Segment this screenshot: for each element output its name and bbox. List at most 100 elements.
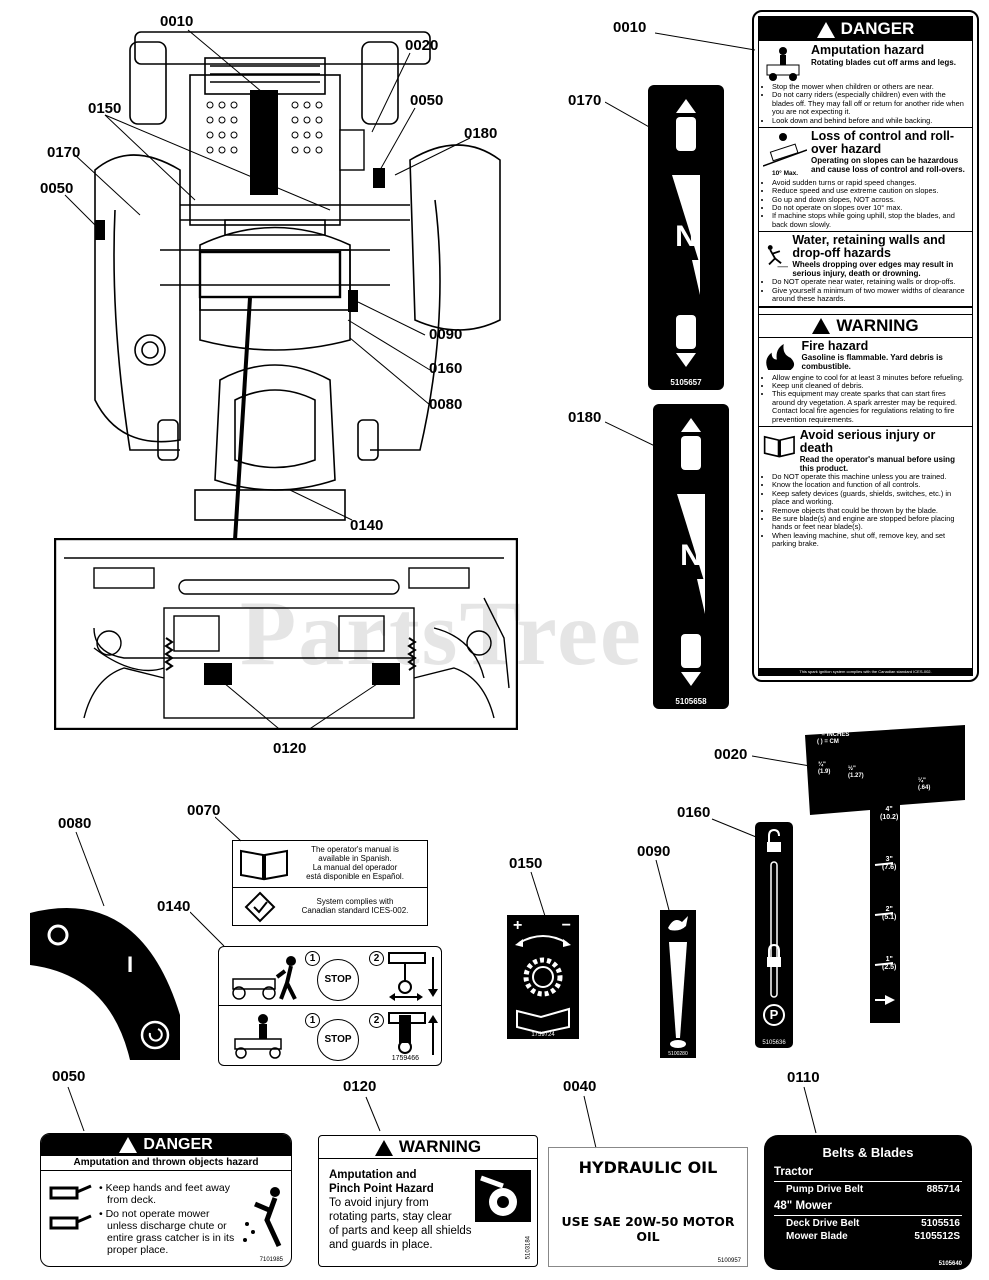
cutting-height-decal (805, 725, 965, 1023)
blade-part: 5105512S (914, 1231, 960, 1242)
callout-0040: 0040 (563, 1078, 597, 1095)
lever-up-icon (388, 1012, 438, 1055)
parking-brake-decal: P 5105636 (755, 822, 793, 1048)
callout-0080: 0080 (58, 815, 92, 832)
open-book-icon (240, 849, 288, 881)
part-number: 5105640 (938, 1261, 962, 1267)
callout-0050: 0050 (410, 92, 444, 109)
callout-0170: 0170 (47, 144, 81, 161)
direction-decal-reverse: N 5105658 (653, 404, 729, 709)
callout-0080: 0080 (429, 396, 463, 413)
mower-heading: 48" Mower (774, 1200, 832, 1212)
callout-0170: 0170 (568, 92, 602, 109)
callout-0160: 0160 (429, 360, 463, 377)
step-number: 1 (305, 1013, 320, 1028)
callout-0090: 0090 (429, 326, 463, 343)
hand-foot-deck-icon (49, 1184, 92, 1230)
callout-0090: 0090 (637, 843, 671, 860)
pinch-point-icon (475, 1170, 531, 1222)
danger-subtitle: Amputation and thrown objects hazard (41, 1156, 291, 1171)
leader-line (655, 32, 756, 51)
belts-blades-decal: Belts & Blades Tractor Pump Drive Belt 8… (764, 1135, 972, 1270)
alert-triangle-icon (816, 21, 835, 38)
callout-0110: 0110 (787, 1069, 820, 1086)
part-number: 5100957 (717, 1258, 741, 1264)
mower-top-view-drawing (64, 29, 501, 540)
section-subtitle: Rotating blades cut off arms and legs. (811, 58, 956, 67)
leader-line (583, 1095, 597, 1149)
height-mark: ¼"(.64) (918, 778, 931, 791)
height-mark: 2"(5.1) (882, 906, 897, 921)
danger-decal-large: DANGER Amputation hazard Rotating blades… (752, 10, 979, 682)
blade-label: Mower Blade (786, 1231, 848, 1242)
throttle-decal: + − 1759724 (507, 915, 579, 1039)
leader-line (803, 1086, 817, 1134)
slope-rider-icon (762, 133, 808, 167)
throttle-plus-label: + (513, 917, 523, 934)
callout-0020: 0020 (714, 746, 748, 763)
choke-decal (30, 908, 180, 1060)
pump-belt-label: Pump Drive Belt (786, 1184, 864, 1195)
leader-line (190, 911, 225, 947)
falling-person-icon (767, 245, 789, 268)
neutral-label: N (680, 539, 702, 572)
height-legend: " = INCHES( ) = CM (817, 732, 850, 745)
rider-seated-icon (234, 1014, 282, 1059)
leader-line (752, 755, 811, 767)
alert-triangle-icon (119, 1136, 138, 1153)
warning-decal-small: WARNING Amputation and Pinch Point Hazar… (318, 1135, 538, 1267)
section-title: Amputation hazard (811, 43, 925, 57)
fire-section: Fire hazard Gasoline is flammable. Yard … (759, 338, 972, 427)
belts-title: Belts & Blades (822, 1145, 914, 1160)
leader-line (75, 831, 105, 907)
warning-header: WARNING (319, 1136, 537, 1159)
speed-decal: 5100280 (660, 910, 696, 1058)
part-number: 1759466 (391, 1055, 419, 1062)
height-mark: ½"(1.27) (848, 766, 864, 779)
stop-sign-icon: STOP (317, 1019, 359, 1061)
throttle-minus-label: − (561, 917, 571, 934)
alert-triangle-icon (812, 318, 831, 335)
safety-list: Do NOT operate this machine unless you a… (763, 472, 968, 549)
rider-blade-icon (766, 47, 800, 81)
step-number: 2 (369, 1013, 384, 1028)
step-number: 1 (305, 951, 320, 966)
warning-text: Amputation and Pinch Point Hazard To avo… (329, 1169, 472, 1251)
danger-header: DANGER (759, 17, 972, 41)
step-number: 2 (369, 951, 384, 966)
height-mark: 4"(10.2) (880, 806, 899, 821)
part-number: 7101985 (259, 1257, 283, 1263)
leader-line (605, 101, 652, 129)
callout-0010: 0010 (160, 13, 194, 30)
certification-icon (244, 891, 276, 923)
rollover-section: 10° Max. Loss of control and roll-over h… (759, 128, 972, 233)
leader-line (215, 816, 242, 842)
callout-0070: 0070 (187, 802, 221, 819)
alert-triangle-icon (374, 1139, 393, 1156)
danger-list: • Keep hands and feet away from deck. • … (99, 1182, 235, 1256)
lever-down-icon (388, 952, 438, 1001)
direction-decal-forward: N 5105657 (648, 85, 724, 390)
safety-list: Stop the mower when children or others a… (763, 82, 968, 125)
amputation-section: Amputation hazard Rotating blades cut of… (759, 41, 972, 129)
height-mark: 3"(7.6) (882, 856, 897, 871)
callout-0150: 0150 (88, 100, 122, 117)
leader-line (655, 859, 671, 915)
choke-on-label: I (127, 952, 134, 977)
stop-procedure-decal: 1 1 STOP STOP 2 2 1759466 (218, 946, 442, 1066)
warning-header: WARNING (759, 313, 972, 338)
callout-0120: 0120 (343, 1078, 377, 1095)
fire-icon (766, 343, 795, 370)
part-number: 5103184 (525, 1236, 531, 1260)
callout-0050: 0050 (52, 1068, 86, 1085)
stop-sign-icon: STOP (317, 959, 359, 1001)
callout-0160: 0160 (677, 804, 711, 821)
leader-line (605, 421, 655, 447)
deck-belt-label: Deck Drive Belt (786, 1218, 860, 1229)
safety-list: Allow engine to cool for at least 3 minu… (763, 373, 968, 424)
safety-list: Avoid sudden turns or rapid speed change… (763, 178, 968, 229)
callout-0050: 0050 (40, 180, 74, 197)
callout-0140: 0140 (157, 898, 191, 915)
thrown-object-person-icon (243, 1187, 282, 1248)
